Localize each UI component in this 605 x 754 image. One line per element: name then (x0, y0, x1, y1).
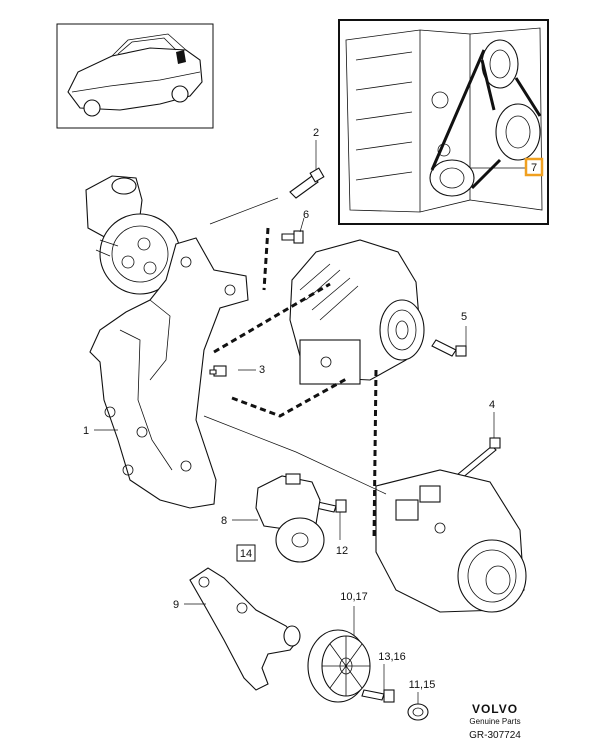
callout-14: 14 (240, 548, 252, 560)
callout-8: 8 (221, 515, 227, 527)
idler-pulley (307, 629, 371, 703)
callout-14-box (236, 544, 256, 562)
power-steering-pump (85, 175, 181, 295)
callout-11-15: 11,15 (409, 679, 436, 691)
bolt-13-16 (361, 689, 395, 703)
car-illustration (67, 33, 203, 117)
callout-2: 2 (313, 127, 319, 139)
relation-lines (213, 227, 378, 541)
brand-logo-text: VOLVO (472, 702, 518, 716)
callout-3: 3 (259, 364, 265, 376)
bolt-2 (289, 167, 325, 199)
callout-6: 6 (303, 209, 309, 221)
belt-tensioner (255, 473, 325, 563)
callout-5: 5 (461, 311, 467, 323)
bolt-5 (431, 339, 467, 357)
engine-block-illustration (345, 27, 543, 213)
engine-detail-inset: 7 (338, 19, 549, 225)
callout-13-16: 13,16 (378, 651, 406, 663)
callout-7-highlight-box (524, 157, 544, 177)
alternator (289, 239, 425, 385)
genuine-parts-label: Genuine Parts (469, 717, 520, 726)
reference-number: GR-307724 (469, 730, 521, 741)
bolt-3 (209, 365, 227, 377)
bolt-12 (315, 499, 347, 513)
callout-4: 4 (489, 399, 495, 411)
callout-10-17: 10,17 (340, 591, 368, 603)
ac-compressor (375, 469, 527, 613)
vehicle-locator-inset (56, 23, 214, 129)
mounting-bracket (89, 237, 249, 509)
callout-9: 9 (173, 599, 179, 611)
callout-7: 7 (531, 162, 537, 174)
callout-labels: 2 6 3 5 4 1 8 12 14 9 10,17 13,16 11,15 (83, 127, 495, 691)
idler-pulley-bracket (189, 567, 301, 691)
cap-11-15 (407, 703, 429, 721)
belt-routing-illustration (429, 39, 542, 197)
footer-branding: VOLVO Genuine Parts GR-307724 (469, 702, 521, 741)
bolt-6 (281, 230, 304, 244)
callout-1: 1 (83, 425, 89, 437)
leader-lines (94, 140, 495, 704)
callout-12: 12 (336, 545, 348, 557)
